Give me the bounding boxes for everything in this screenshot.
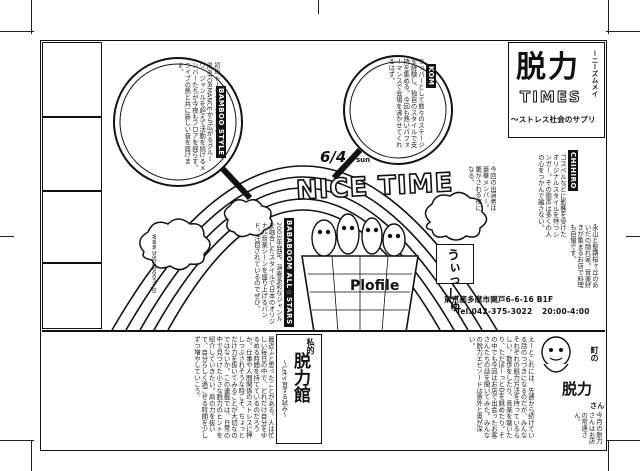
bottom-band-rule bbox=[42, 330, 605, 332]
kom-body: ラッパーとして数々のステージを経験し、独自のスタイルで支持を集める。今回も熱いパ… bbox=[387, 58, 424, 148]
crop-mark-bl-h bbox=[0, 440, 34, 441]
event-note-right: 今回の出演者は豪華メンバー。驚かされる夜になる。 bbox=[466, 166, 496, 211]
section-label-kom: KOM bbox=[426, 64, 436, 88]
cloud-shape bbox=[139, 191, 488, 271]
crop-mark-right-center bbox=[626, 236, 640, 237]
column-prefix: 私的 bbox=[306, 338, 315, 355]
crop-mark-top-center bbox=[318, 0, 319, 14]
page-frame bbox=[40, 40, 607, 451]
section-label-chihiro: CHIHIRO bbox=[568, 150, 578, 191]
left-column-divider-3 bbox=[42, 262, 102, 264]
bamboo-style-body: 初のトークセッションとPERFORMANCEから広がるグルーヴ。ジャンルを超えて… bbox=[175, 62, 220, 171]
masthead-title: 脱力 bbox=[516, 50, 580, 85]
chihiro-body: ゴスペルなどに影響を受けたオリジナルスタイルを持つシンガー。その歌声は多くの人の… bbox=[536, 154, 566, 238]
section-label-bababoom: BABABOOM ALL☆STARS bbox=[284, 218, 294, 327]
left-column-divider-1 bbox=[42, 116, 102, 118]
bottom-article-right: えーとこれには、先週から続けている話のつづきになるのだが、みんなそれぞれの脱力方… bbox=[467, 336, 534, 439]
crop-mark-br-v bbox=[608, 440, 609, 471]
crop-mark-tr-h bbox=[606, 31, 640, 32]
bottom-article-left: 最近ふと思ったことがある。人は忙しい毎日の中で、どれだけ自分をゆるめる時間を持て… bbox=[192, 336, 274, 439]
bababoom-body: 2003年発足。演奏多彩なジャンルを融合したスタイルで日本のオリジナル音楽シーン… bbox=[252, 222, 282, 325]
venue-address: 東京都多摩市関戸6-6-16 B1F bbox=[444, 295, 554, 304]
masthead-series: TIMES bbox=[520, 88, 582, 107]
event-day: sun bbox=[356, 156, 371, 164]
column-title: 脱力館 bbox=[290, 352, 310, 403]
venue-tel: Tel:042-375-3022 bbox=[456, 307, 533, 316]
left-blank-column bbox=[42, 42, 102, 329]
event-date: 6/4 bbox=[320, 148, 347, 166]
crop-mark-left-center bbox=[0, 236, 14, 237]
town-body: 今月の脱力さんはお店の常連さん。 bbox=[572, 412, 602, 444]
mascot-icon bbox=[541, 336, 571, 373]
magnifier-icon-left bbox=[113, 57, 253, 201]
town-prefix: 町の bbox=[590, 346, 599, 363]
magnifier-icon-right bbox=[331, 55, 453, 181]
section-label-bamboo-style: BAMBOO STYLE bbox=[216, 86, 226, 158]
venue-logo: うぃっしゅ bbox=[444, 248, 459, 313]
town-suffix: さん bbox=[590, 402, 605, 410]
crop-mark-bl-v bbox=[31, 440, 32, 471]
masthead-box bbox=[508, 42, 605, 138]
masthead-subtitle: 〜ストレス社会のサプリ bbox=[511, 115, 596, 124]
crop-mark-br-h bbox=[606, 440, 640, 441]
column-title-box bbox=[276, 334, 322, 444]
basket-icon bbox=[301, 255, 419, 332]
masthead-vertical-label: ーニーズムメイ bbox=[590, 50, 598, 97]
profile-heading: Plofile bbox=[350, 278, 400, 294]
venue-body: 永山と聖蹟桜ヶ丘のあいだの隠れ家。音楽好きが集まるお店で料理も自慢です。 bbox=[568, 224, 598, 288]
town-title: 脱力 bbox=[562, 380, 593, 398]
crop-mark-tl-v bbox=[31, 0, 32, 34]
left-column-divider-2 bbox=[42, 190, 102, 192]
venue-logo-box bbox=[436, 244, 474, 284]
crop-mark-tr-v bbox=[608, 0, 609, 34]
column-subtitle: 〜Let's 習する試み〜 bbox=[280, 360, 288, 418]
crop-mark-tl-h bbox=[0, 31, 34, 32]
rainbow-illustration bbox=[111, 55, 498, 332]
venue-hours: 20:00-4:00 bbox=[542, 307, 590, 316]
character-group-icon bbox=[311, 213, 406, 257]
bababoom-url: www.bababoom.jp bbox=[150, 234, 159, 294]
